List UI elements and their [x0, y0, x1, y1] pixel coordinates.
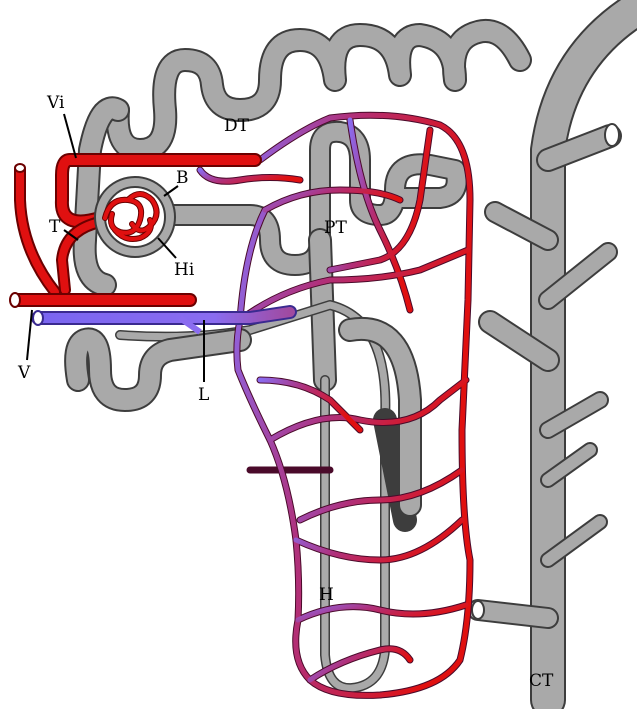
label-dt: DT [224, 116, 250, 136]
label-t: T [49, 217, 61, 237]
label-v: V [17, 363, 31, 383]
label-ct: CT [529, 671, 554, 691]
leader-vi [64, 114, 76, 158]
label-hi: Hi [174, 260, 195, 280]
collecting-tubule [472, 12, 632, 700]
label-h: H [319, 585, 334, 605]
label-vi: Vi [46, 93, 65, 113]
label-pt: PT [324, 218, 347, 238]
label-b: B [176, 168, 189, 188]
leader-v [27, 310, 32, 360]
label-l: L [198, 385, 209, 405]
